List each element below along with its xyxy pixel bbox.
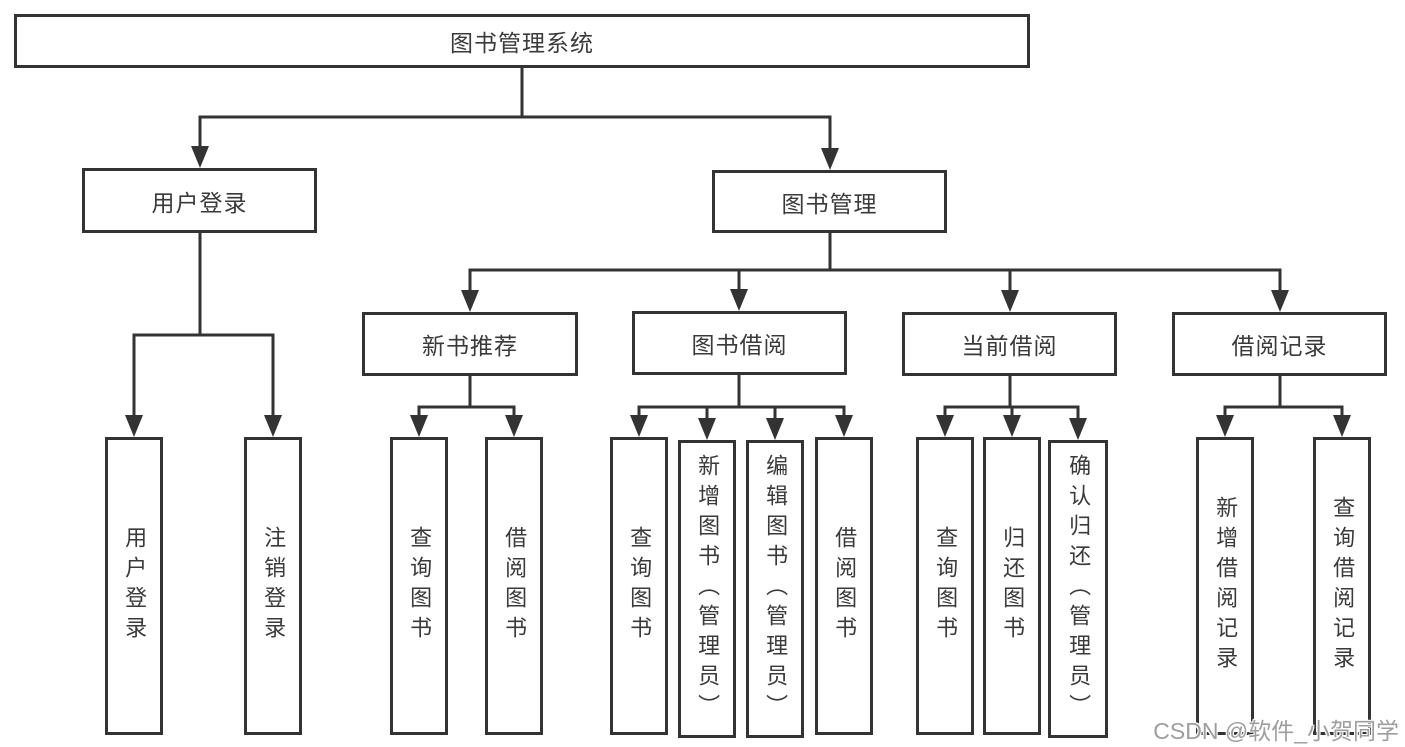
leaf-rec-query: 查询图书 (390, 437, 448, 735)
node-current-borrow-label: 当前借阅 (961, 333, 1058, 359)
leaf-bb-query-label: 查询图书 (627, 526, 653, 646)
node-root: 图书管理系统 (14, 14, 1030, 68)
leaf-user-login-label: 用户登录 (122, 526, 148, 646)
leaf-bb-query: 查询图书 (610, 437, 668, 735)
leaf-bb-borrow: 借阅图书 (815, 437, 873, 735)
node-root-label: 图书管理系统 (450, 30, 594, 56)
node-user-login: 用户登录 (82, 168, 317, 233)
node-new-book-rec-label: 新书推荐 (422, 333, 518, 359)
leaf-cb-query-label: 查询图书 (933, 526, 959, 646)
leaf-logout-label: 注销登录 (261, 526, 287, 646)
leaf-br-query: 查询借阅记录 (1313, 437, 1371, 735)
leaf-logout: 注销登录 (244, 437, 302, 735)
leaf-bb-add: 新增图书（管理员） (678, 440, 736, 738)
leaf-bb-add-label: 新增图书（管理员） (695, 454, 721, 724)
leaf-cb-confirm: 确认归还（管理员） (1048, 440, 1108, 738)
leaf-br-query-label: 查询借阅记录 (1330, 496, 1356, 676)
watermark: CSDN @软件_小贺同学 (1153, 718, 1399, 744)
leaf-bb-edit: 编辑图书（管理员） (746, 440, 804, 738)
leaf-rec-borrow-label: 借阅图书 (502, 526, 528, 646)
leaf-br-add-label: 新增借阅记录 (1213, 496, 1239, 676)
node-current-borrow: 当前借阅 (902, 312, 1117, 376)
leaf-cb-return-label: 归还图书 (1000, 526, 1026, 646)
leaf-rec-query-label: 查询图书 (407, 526, 433, 646)
leaf-rec-borrow: 借阅图书 (485, 437, 543, 735)
node-book-mgmt-label: 图书管理 (781, 190, 878, 217)
node-new-book-rec: 新书推荐 (362, 312, 578, 376)
leaf-cb-query: 查询图书 (916, 437, 974, 735)
leaf-cb-return: 归还图书 (983, 437, 1041, 735)
node-user-login-label: 用户登录 (151, 189, 248, 216)
leaf-user-login: 用户登录 (105, 437, 163, 735)
node-book-borrow: 图书借阅 (632, 311, 847, 375)
leaf-bb-edit-label: 编辑图书（管理员） (763, 454, 789, 724)
leaf-cb-confirm-label: 确认归还（管理员） (1066, 454, 1092, 724)
leaf-bb-borrow-label: 借阅图书 (832, 526, 858, 646)
node-borrow-record: 借阅记录 (1172, 312, 1387, 376)
node-borrow-record-label: 借阅记录 (1231, 333, 1328, 359)
leaf-br-add: 新增借阅记录 (1196, 437, 1254, 735)
node-book-borrow-label: 图书借阅 (691, 332, 788, 358)
node-book-mgmt: 图书管理 (712, 170, 947, 233)
